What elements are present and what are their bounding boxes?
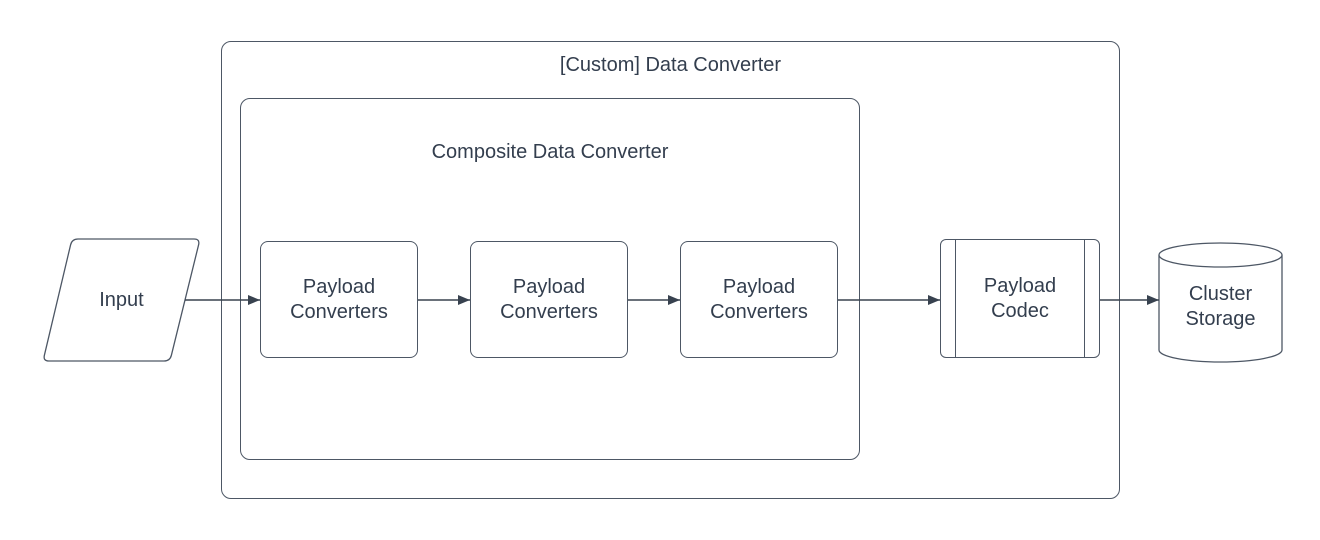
input-node-label: Input xyxy=(99,288,144,311)
cluster-storage-label: Cluster Storage xyxy=(1185,283,1256,330)
custom-data-converter-container: [Custom] Data Converter xyxy=(221,41,1120,499)
payload-converters-node-2: Payload Converters xyxy=(470,241,628,358)
subroutine-right-line xyxy=(1083,240,1085,357)
payload-converters-label-1: Payload Converters xyxy=(290,275,388,323)
payload-converters-label-2: Payload Converters xyxy=(500,275,598,323)
cluster-storage-top-ellipse xyxy=(1158,242,1283,268)
input-shape xyxy=(43,238,200,362)
cluster-storage-shape xyxy=(1158,255,1283,363)
composite-data-converter-container: Composite Data Converter xyxy=(240,98,860,460)
payload-codec-node: Payload Codec xyxy=(940,239,1100,358)
payload-converters-node-3: Payload Converters xyxy=(680,241,838,358)
composite-data-converter-title: Composite Data Converter xyxy=(431,141,669,163)
payload-converters-node-1: Payload Converters xyxy=(260,241,418,358)
subroutine-left-line xyxy=(955,240,957,357)
custom-data-converter-title: [Custom] Data Converter xyxy=(559,54,782,76)
payload-converters-label-3: Payload Converters xyxy=(710,275,808,323)
payload-codec-label: Payload Codec xyxy=(983,274,1057,322)
